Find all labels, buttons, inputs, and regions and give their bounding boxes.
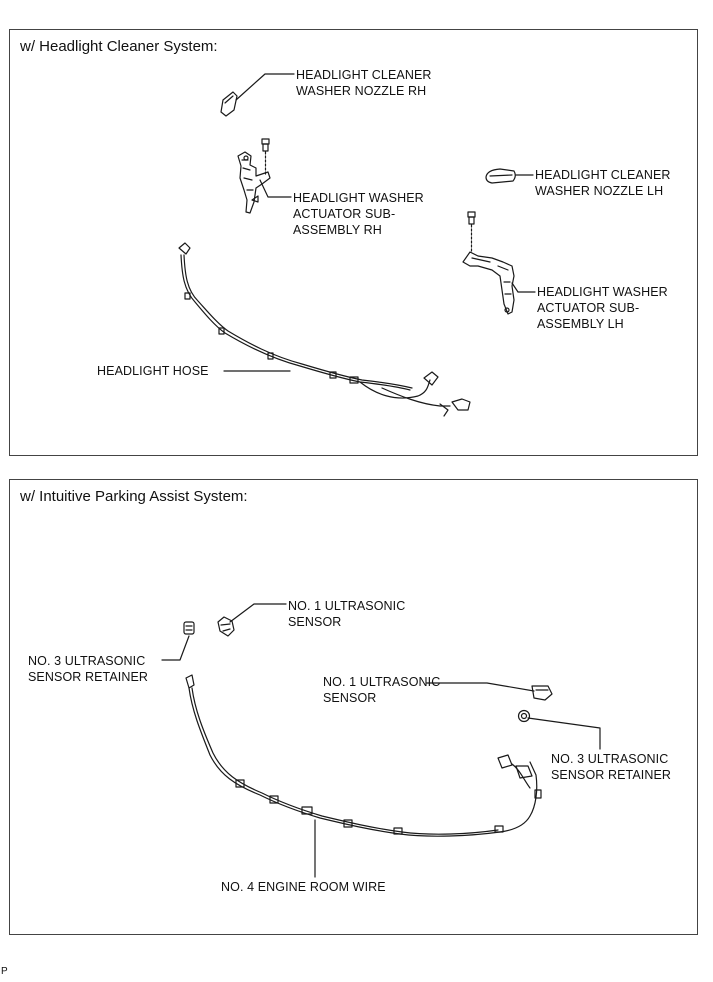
actuator-lh-icon — [462, 251, 515, 315]
leader-lines-parking — [161, 603, 601, 878]
bolt-lh-icon — [467, 211, 476, 253]
parking-assist-panel: w/ Intuitive Parking Assist System: — [9, 479, 698, 935]
footer-mark: P — [1, 966, 8, 977]
label-engine-room-wire: NO. 4 ENGINE ROOM WIRE — [221, 880, 386, 894]
bolt-rh-icon — [261, 138, 270, 176]
label-nozzle-lh: HEADLIGHT CLEANER WASHER NOZZLE LH — [535, 168, 671, 198]
label-headlight-hose: HEADLIGHT HOSE — [97, 364, 209, 378]
label-retainer-left: NO. 3 ULTRASONIC SENSOR RETAINER — [28, 654, 149, 684]
panel-title-parking: w/ Intuitive Parking Assist System: — [20, 488, 248, 505]
washer-nozzle-lh-icon — [485, 168, 516, 184]
engine-room-wire-icon — [185, 674, 542, 837]
leader-lines-headlight — [223, 73, 536, 372]
headlight-hose-icon — [178, 242, 471, 417]
label-nozzle-rh: HEADLIGHT CLEANER WASHER NOZZLE RH — [296, 68, 432, 98]
label-actuator-rh: HEADLIGHT WASHER ACTUATOR SUB- ASSEMBLY … — [293, 191, 424, 237]
panel-title-headlight: w/ Headlight Cleaner System: — [20, 38, 218, 55]
label-retainer-right: NO. 3 ULTRASONIC SENSOR RETAINER — [551, 752, 672, 782]
actuator-rh-icon — [237, 151, 271, 214]
label-sensor-right: NO. 1 ULTRASONIC SENSOR — [323, 675, 441, 705]
label-actuator-lh: HEADLIGHT WASHER ACTUATOR SUB- ASSEMBLY … — [537, 285, 668, 331]
sensor-retainer-left-icon — [183, 621, 195, 635]
sensor-retainer-right-icon — [517, 709, 531, 723]
ultrasonic-sensor-right-icon — [531, 685, 553, 701]
headlight-cleaner-panel: w/ Headlight Cleaner System: — [9, 29, 698, 456]
washer-nozzle-rh-icon — [220, 91, 238, 117]
label-sensor-left: NO. 1 ULTRASONIC SENSOR — [288, 599, 406, 629]
ultrasonic-sensor-left-icon — [217, 616, 235, 637]
